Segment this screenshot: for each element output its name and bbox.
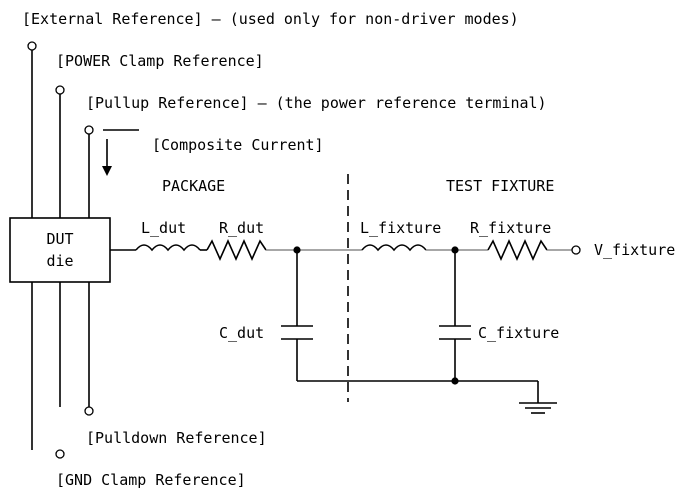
c-fixture-label: C_fixture: [478, 324, 559, 342]
test-fixture-label: TEST FIXTURE: [446, 177, 554, 195]
ground-icon: [519, 402, 557, 414]
junction-ground: [451, 377, 459, 385]
external-reference-terminal: [27, 41, 37, 51]
pulldown-terminal: [84, 406, 94, 416]
junction-fixture: [451, 246, 459, 254]
reference-terminals: [27, 41, 94, 459]
pullup-terminal: [84, 125, 94, 135]
l-dut-label: L_dut: [141, 219, 186, 237]
r-dut-resistor: [206, 239, 267, 261]
capacitor-branches: [281, 246, 539, 403]
v-fixture-terminal: [571, 245, 581, 255]
r-dut-label: R_dut: [219, 219, 264, 237]
gnd-clamp-terminal: [55, 449, 65, 459]
power-clamp-terminal: [55, 85, 65, 95]
gnd-clamp-reference-label: [GND Clamp Reference]: [56, 471, 246, 489]
junction-dut: [293, 246, 301, 254]
dut-die-box: [9, 217, 111, 283]
composite-current-label: [Composite Current]: [152, 136, 324, 154]
l-fixture-label: L_fixture: [360, 219, 441, 237]
r-fixture-label: R_fixture: [470, 219, 551, 237]
dut-label-line1: DUT: [46, 230, 73, 248]
r-fixture-resistor: [487, 239, 548, 261]
l-dut-inductor: [135, 244, 201, 252]
pullup-reference-label: [Pullup Reference] – (the power referenc…: [86, 94, 547, 112]
dut-label-line2: die: [46, 252, 73, 270]
l-fixture-inductor: [361, 244, 427, 252]
package-label: PACKAGE: [162, 177, 225, 195]
v-fixture-label: V_fixture: [594, 241, 675, 259]
signal-path: [110, 239, 581, 261]
power-clamp-reference-label: [POWER Clamp Reference]: [56, 52, 264, 70]
composite-current-arrow: [102, 129, 139, 176]
c-dut-label: C_dut: [219, 324, 264, 342]
external-reference-label: [External Reference] – (used only for no…: [22, 10, 519, 28]
pulldown-reference-label: [Pulldown Reference]: [86, 429, 267, 447]
